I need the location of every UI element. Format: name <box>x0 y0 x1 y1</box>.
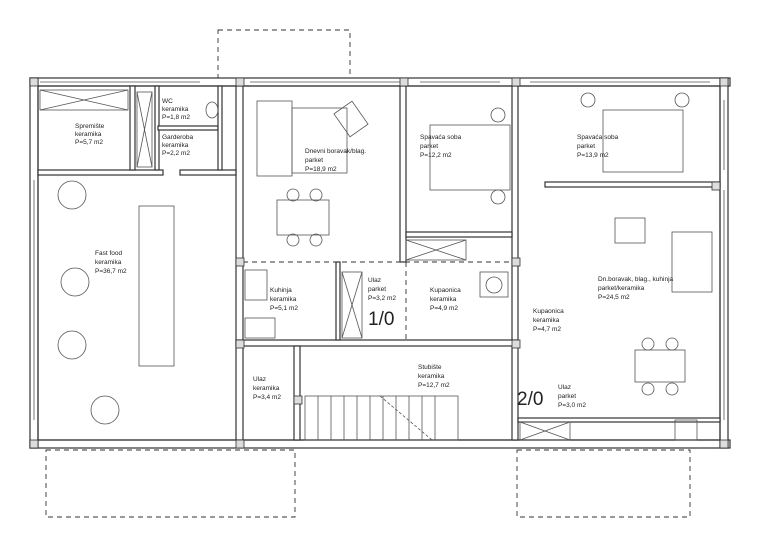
room-area: P=13,9 m2 <box>577 152 609 159</box>
room-spavaca-soba-2: Spavaća soba parket P=13,9 m2 <box>577 134 619 159</box>
columns <box>29 77 729 449</box>
room-area: P=3,4 m2 <box>253 394 281 401</box>
room-name: Fast food <box>95 250 122 257</box>
room-floor: keramika <box>95 259 122 266</box>
room-spremiste: Spremište keramika P=5,7 m2 <box>75 123 105 146</box>
unit-label-2: 2/0 <box>517 389 543 410</box>
furniture <box>39 89 713 441</box>
room-floor: keramika <box>253 385 280 392</box>
room-name: Kuhinja <box>270 287 292 294</box>
room-ulaz-2: Ulaz keramika P=3,4 m2 <box>253 376 281 401</box>
room-dn-boravak-kuhinja: Dn.boravak, blag., kuhinja parket/kerami… <box>598 276 674 301</box>
room-floor: keramika <box>75 131 102 138</box>
room-area: P=1,8 m2 <box>162 114 190 121</box>
room-name: Spremište <box>75 123 105 130</box>
windows <box>33 81 725 420</box>
room-name: Kupaonica <box>533 308 564 315</box>
room-garderoba: Garderoba keramika P=2,2 m2 <box>162 134 193 157</box>
room-name: Spavaća soba <box>577 134 619 141</box>
room-spavaca-soba-1: Spavaća soba parket P=12,2 m2 <box>420 134 462 159</box>
room-area: P=18,9 m2 <box>305 166 337 173</box>
room-floor: keramika <box>162 142 189 149</box>
room-area: P=24,5 m2 <box>598 294 630 301</box>
room-floor: keramika <box>270 296 297 303</box>
room-floor: parket <box>577 143 595 150</box>
room-floor: parket <box>368 286 386 293</box>
room-name: Ulaz <box>558 384 571 391</box>
room-wc: WC keramika P=1,8 m2 <box>162 98 190 121</box>
room-area: P=4,9 m2 <box>430 305 458 312</box>
staircase <box>304 395 459 441</box>
top-balcony <box>217 29 351 81</box>
room-area: P=12,2 m2 <box>420 152 452 159</box>
room-floor: keramika <box>533 317 560 324</box>
room-floor: parket <box>558 393 576 400</box>
room-area: P=12,7 m2 <box>418 382 450 389</box>
room-floor: keramika <box>418 373 445 380</box>
room-area: P=3,2 m2 <box>368 295 396 302</box>
room-area: P=5,7 m2 <box>75 139 103 146</box>
room-floor: parket <box>420 143 438 150</box>
room-area: P=4,7 m2 <box>533 326 561 333</box>
room-floor: parket <box>305 157 323 164</box>
room-name: Dn.boravak, blag., kuhinja <box>598 276 674 283</box>
room-name: Ulaz <box>253 376 266 383</box>
room-name: Kupaonica <box>430 287 461 294</box>
room-kuhinja: Kuhinja keramika P=5,1 m2 <box>270 287 298 312</box>
room-name: Dnevni boravak/blag. <box>305 148 366 155</box>
room-name: WC <box>162 98 173 105</box>
room-area: P=3,0 m2 <box>558 402 586 409</box>
room-floor: keramika <box>430 296 457 303</box>
room-name: Ulaz <box>368 277 381 284</box>
room-name: Spavaća soba <box>420 134 462 141</box>
room-floor: parket/keramika <box>598 285 645 292</box>
room-ulaz-1: Ulaz parket P=3,2 m2 <box>368 277 396 302</box>
room-floor: keramika <box>162 106 189 113</box>
room-stubiste: Stubište keramika P=12,7 m2 <box>418 364 450 389</box>
bottom-right-terrace <box>516 449 691 518</box>
unit-label-1: 1/0 <box>368 309 394 330</box>
room-fast-food: Fast food keramika P=36,7 m2 <box>95 250 127 275</box>
room-kupaonica-2: Kupaonica keramika P=4,7 m2 <box>533 308 564 333</box>
room-area: P=36,7 m2 <box>95 268 127 275</box>
room-dnevni-boravak: Dnevni boravak/blag. parket P=18,9 m2 <box>305 148 366 173</box>
room-name: Garderoba <box>162 134 193 141</box>
room-kupaonica-1: Kupaonica keramika P=4,9 m2 <box>430 287 461 312</box>
bottom-left-terrace <box>45 449 296 518</box>
room-name: Stubište <box>418 364 442 371</box>
room-area: P=2,2 m2 <box>162 150 190 157</box>
room-area: P=5,1 m2 <box>270 305 298 312</box>
room-ulaz-3: Ulaz parket P=3,0 m2 <box>558 384 586 409</box>
